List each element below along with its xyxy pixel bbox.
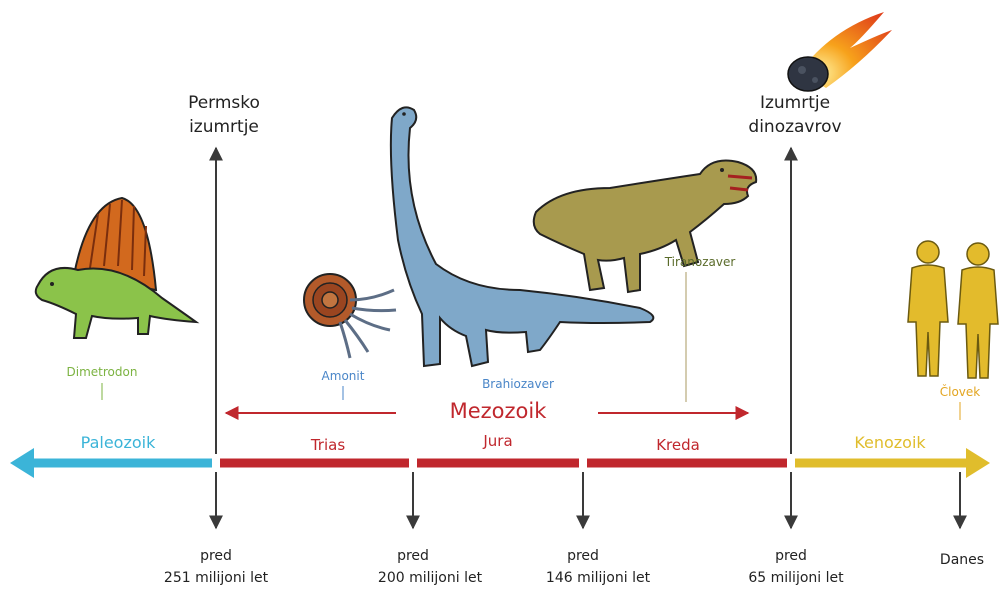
era-cenozoic-label: Kenozoik [854,433,926,452]
period-jurassic-label: Jura [482,432,512,450]
date-146-line1: pred [567,548,599,564]
date-65-line2: 65 milijoni let [748,570,844,586]
ammonite-illustration [304,274,396,358]
brachiosaurus-label: Brahiozaver [482,377,554,391]
dinosaur-extinction-label-line1: Izumrtje [760,93,830,113]
dimetrodon-label: Dimetrodon [67,365,138,379]
ammonite-label: Amonit [322,369,365,383]
paleozoic-arrowhead [10,448,34,478]
period-triassic-label: Trias [310,436,345,454]
human-silhouettes [908,241,998,378]
dimetrodon-illustration [36,198,196,338]
era-paleozoic-label: Paleozoik [81,433,156,452]
tyrannosaurus-label: Tiranozaver [664,255,736,269]
date-146-line2: 146 milijoni let [546,570,651,586]
cenozoic-arrowhead [966,448,990,478]
meteor-illustration [788,12,892,91]
date-200-line2: 200 milijoni let [378,570,483,586]
permian-extinction-label-line1: Permsko [188,93,260,113]
dinosaur-extinction-label-line2: dinozavrov [748,117,841,137]
date-200-line1: pred [397,548,429,564]
date-251-line1: pred [200,548,232,564]
permian-extinction-label-line2: izumrtje [189,117,259,137]
date-65-line1: pred [775,548,807,564]
timeline-bar [10,448,990,478]
human-label: Človek [940,384,981,399]
tyrannosaurus-illustration [534,161,756,293]
date-today: Danes [940,552,984,568]
date-251-line2: 251 milijoni let [164,570,269,586]
period-cretaceous-label: Kreda [656,436,700,454]
era-mesozoic-label: Mezozoik [450,399,548,423]
